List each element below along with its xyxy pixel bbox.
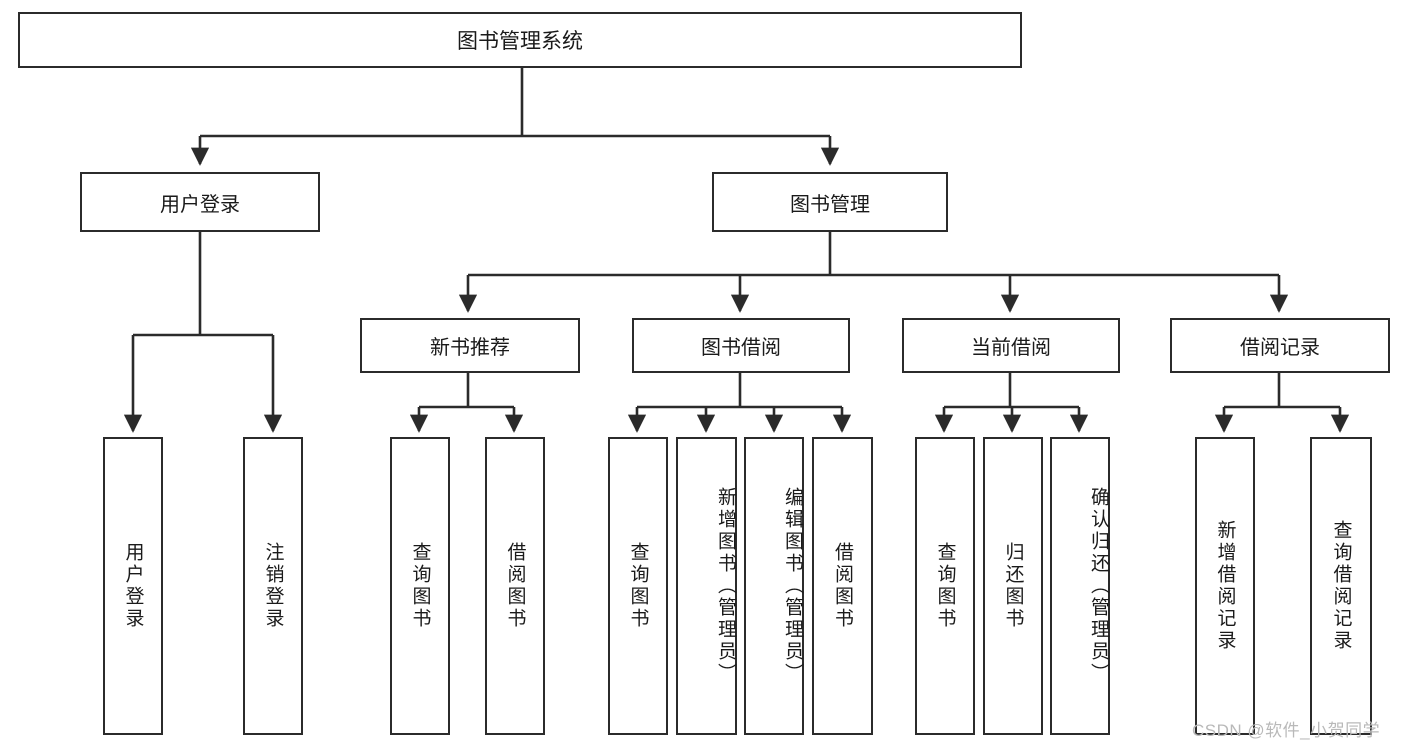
- node-label: 图书管理: [790, 193, 870, 216]
- leaf-user-login-signout[interactable]: 注销登录: [243, 437, 303, 735]
- node-label: 借阅图书: [832, 542, 853, 630]
- node-label: 用户登录: [122, 542, 144, 630]
- node-current-borrow[interactable]: 当前借阅: [902, 318, 1120, 373]
- node-label: 当前借阅: [971, 337, 1051, 359]
- node-label: 新增借阅记录: [1214, 520, 1236, 652]
- node-label: 注销登录: [262, 542, 284, 630]
- node-new-book-recommend[interactable]: 新书推荐: [360, 318, 580, 373]
- node-book-management[interactable]: 图书管理: [712, 172, 948, 232]
- leaf-record-query-record[interactable]: 查询借阅记录: [1310, 437, 1372, 735]
- leaf-borrow-edit-book-admin[interactable]: 编辑图书（管理员）: [744, 437, 804, 735]
- node-label: 查询图书: [934, 542, 956, 630]
- leaf-current-confirm-return-admin[interactable]: 确认归还（管理员）: [1050, 437, 1110, 735]
- node-label: 图书管理系统: [457, 30, 583, 53]
- node-root-system[interactable]: 图书管理系统: [18, 12, 1022, 68]
- node-label: 查询图书: [409, 542, 431, 630]
- node-label: 确认归还（管理员）: [1088, 487, 1109, 685]
- node-label: 新书推荐: [430, 337, 510, 359]
- leaf-borrow-query-book[interactable]: 查询图书: [608, 437, 668, 735]
- node-label: 编辑图书（管理员）: [782, 487, 803, 685]
- node-label: 查询借阅记录: [1330, 520, 1352, 652]
- node-label: 新增图书（管理员）: [715, 487, 736, 685]
- node-label: 查询图书: [627, 542, 649, 630]
- leaf-recommend-query-book[interactable]: 查询图书: [390, 437, 450, 735]
- leaf-borrow-add-book-admin[interactable]: 新增图书（管理员）: [676, 437, 737, 735]
- node-borrow-record[interactable]: 借阅记录: [1170, 318, 1390, 373]
- node-book-borrow[interactable]: 图书借阅: [632, 318, 850, 373]
- leaf-current-return-book[interactable]: 归还图书: [983, 437, 1043, 735]
- leaf-record-add-record[interactable]: 新增借阅记录: [1195, 437, 1255, 735]
- watermark: CSDN @软件_小贺同学: [1192, 721, 1381, 740]
- leaf-borrow-borrow-book[interactable]: 借阅图书: [812, 437, 873, 735]
- leaf-recommend-borrow-book[interactable]: 借阅图书: [485, 437, 545, 735]
- node-user-login[interactable]: 用户登录: [80, 172, 320, 232]
- node-label: 归还图书: [1002, 542, 1024, 630]
- node-label: 用户登录: [160, 193, 240, 216]
- node-label: 图书借阅: [701, 337, 781, 359]
- leaf-current-query-book[interactable]: 查询图书: [915, 437, 975, 735]
- node-label: 借阅记录: [1240, 337, 1320, 359]
- leaf-user-login-signin[interactable]: 用户登录: [103, 437, 163, 735]
- node-label: 借阅图书: [504, 542, 526, 630]
